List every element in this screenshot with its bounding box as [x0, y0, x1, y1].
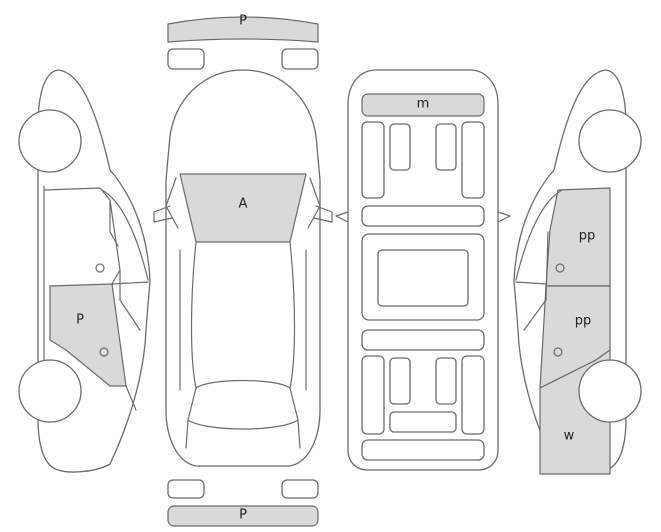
right-door-handle-rear	[553, 347, 563, 357]
roof-front-mark: m	[417, 97, 430, 112]
roof-front-panel[interactable]	[361, 93, 485, 117]
right-door-handle-front	[555, 263, 565, 273]
mirror-left	[153, 205, 173, 223]
headlight-right	[281, 48, 319, 70]
rear-right-seat	[461, 355, 485, 435]
left-front-wheel	[18, 109, 82, 173]
rear-left-seat	[361, 355, 385, 435]
windshield-mark: A	[239, 197, 248, 212]
mirror-right	[313, 205, 333, 223]
taillight-right	[281, 479, 319, 499]
left-rear-door-mark: P	[76, 313, 84, 328]
interior-mirror-right	[497, 211, 511, 223]
top-view-exterior: P A P	[153, 14, 333, 527]
front-left-seat	[361, 121, 385, 199]
rear-bumper	[167, 505, 319, 527]
left-rear-wheel	[18, 359, 82, 423]
front-bumper	[167, 16, 319, 43]
interior-view: m	[335, 69, 511, 471]
right-rear-door-mark: pp	[575, 314, 592, 329]
right-rear-wheel	[578, 359, 642, 423]
center-console	[377, 249, 469, 307]
headlight-left	[167, 48, 205, 70]
left-door-handle-front	[95, 263, 105, 273]
left-side-view: P	[18, 69, 151, 473]
right-side-view: pp pp w	[513, 69, 642, 475]
right-rear-quarter-mark: w	[564, 429, 575, 444]
rear-bumper-mark: P	[239, 508, 247, 523]
right-front-wheel	[578, 109, 642, 173]
trunk-bar	[361, 439, 485, 461]
front-bumper-mark: P	[239, 14, 247, 29]
front-right-seat	[461, 121, 485, 199]
right-front-door-mark: pp	[579, 229, 596, 244]
dashboard-bar	[361, 205, 485, 227]
top-view-body	[165, 69, 321, 467]
interior-mirror-left	[335, 211, 349, 223]
rear-armrest	[389, 411, 457, 433]
taillight-left	[167, 479, 205, 499]
left-door-handle-rear	[99, 347, 109, 357]
rear-bench-bar	[361, 329, 485, 351]
